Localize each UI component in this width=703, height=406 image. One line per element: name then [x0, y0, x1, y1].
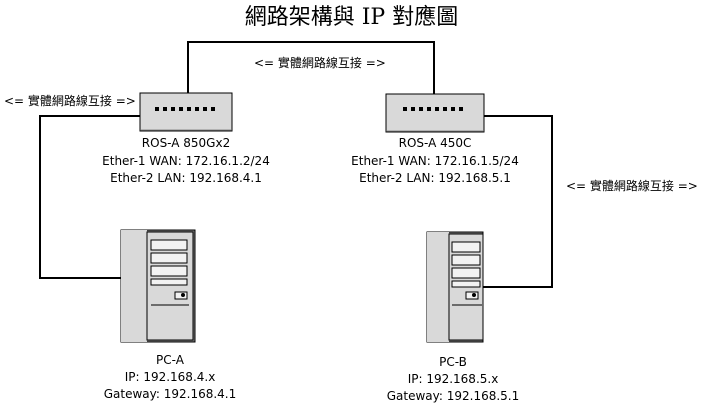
pc-a-icon — [120, 229, 196, 343]
router-b-name: ROS-A 450C — [398, 136, 472, 150]
router-b-lan: Ether-2 LAN: 192.168.5.1 — [359, 171, 511, 185]
pc-a-gateway: Gateway: 192.168.4.1 — [103, 387, 237, 401]
pc-b-ip: IP: 192.168.5.x — [407, 372, 499, 386]
pc-a-name: PC-A — [156, 353, 184, 367]
router-a-lan: Ether-2 LAN: 192.168.4.1 — [110, 171, 262, 185]
pc-a-ip: IP: 192.168.4.x — [124, 370, 216, 384]
pc-b-gateway: Gateway: 192.168.5.1 — [386, 389, 520, 403]
router-b-wan: Ether-1 WAN: 172.16.1.5/24 — [351, 154, 519, 168]
router-b-icon — [385, 93, 485, 133]
link-label-left: <= 實體網路線互接 => — [4, 94, 136, 108]
pc-b-icon — [426, 231, 484, 343]
link-router-a-router-b — [187, 41, 435, 94]
link-router-b-pc-b — [473, 115, 553, 288]
pc-b-name: PC-B — [439, 355, 467, 369]
link-label-top: <= 實體網路線互接 => — [254, 56, 386, 70]
router-a-name: ROS-A 850Gx2 — [141, 136, 231, 150]
router-a-wan: Ether-1 WAN: 172.16.1.2/24 — [102, 154, 270, 168]
link-label-right: <= 實體網路線互接 => — [566, 179, 698, 193]
link-router-a-pc-a — [39, 115, 140, 279]
diagram-title: 網路架構與 IP 對應圖 — [244, 5, 459, 30]
router-a-icon — [139, 92, 233, 132]
